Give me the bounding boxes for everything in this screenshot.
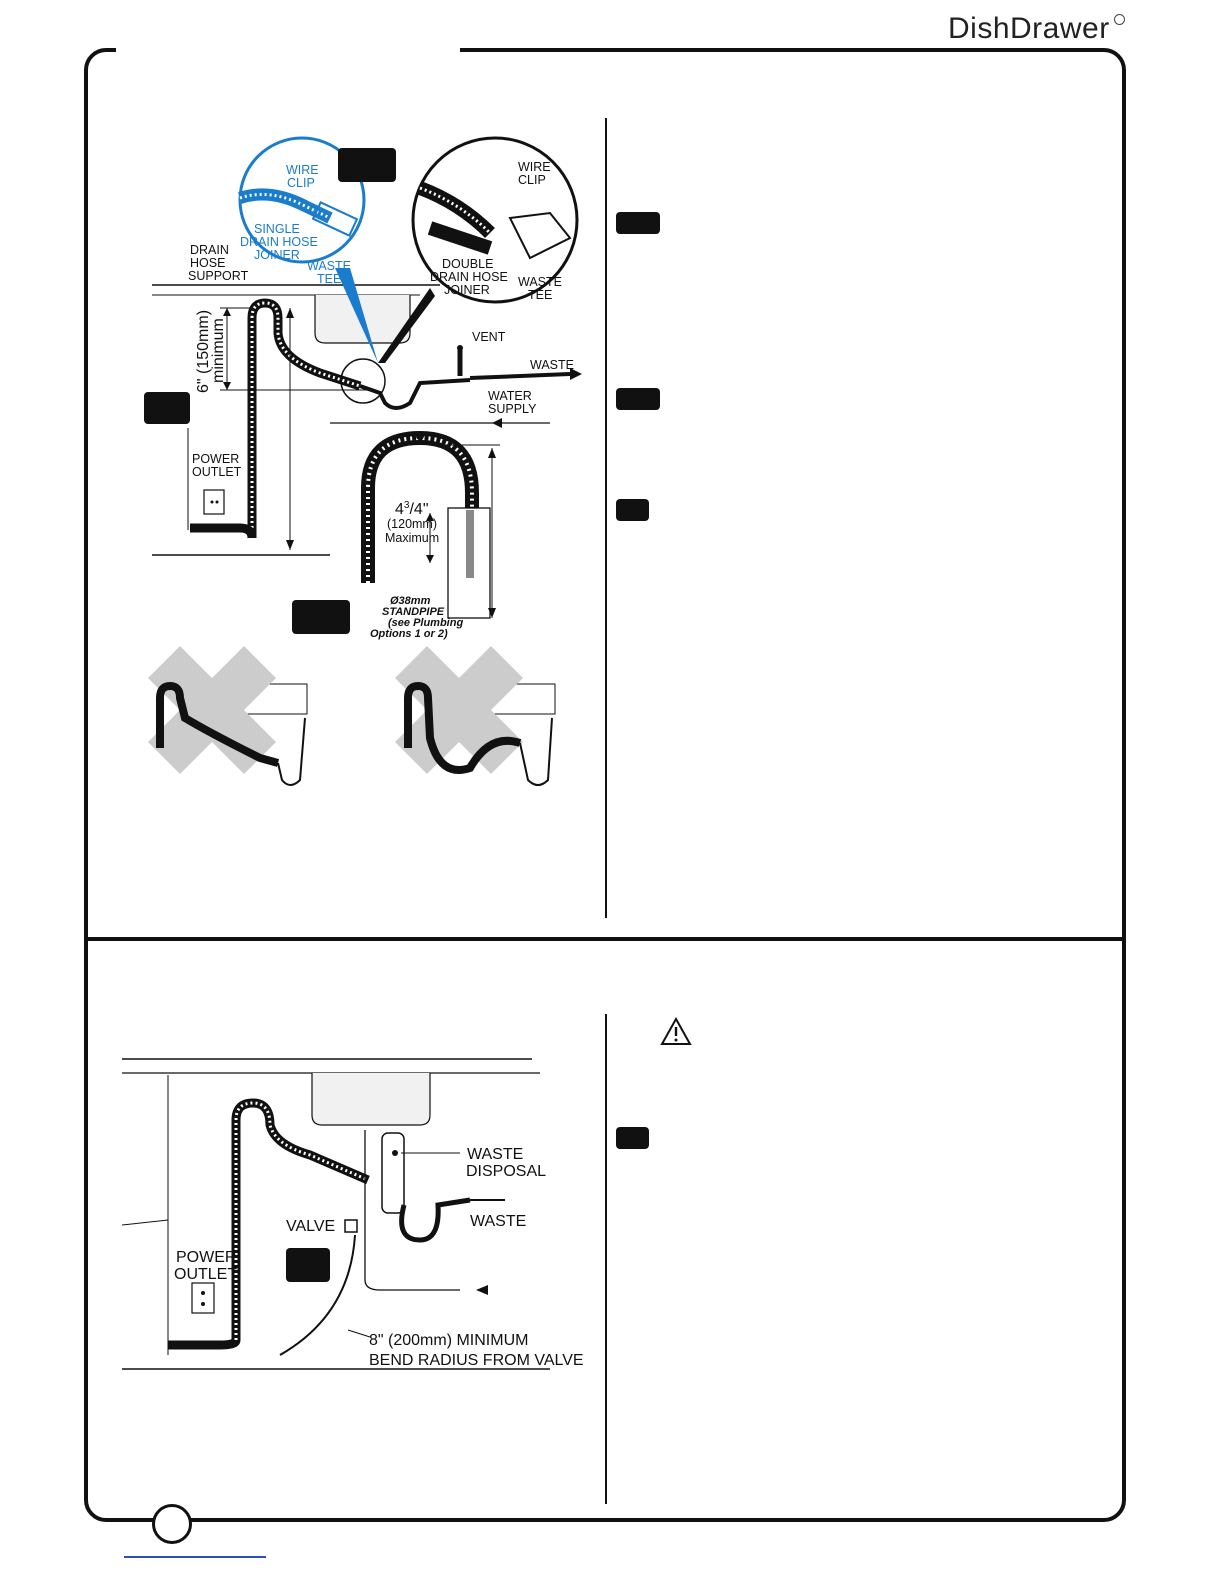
max-mm-label: (120mm)	[387, 517, 437, 531]
step-badge	[616, 388, 660, 410]
wire-clip-label-2: CLIP	[287, 176, 315, 190]
power-outlet-label-2: OUTLET	[192, 465, 242, 479]
waste-label-bottom: WASTE	[470, 1213, 526, 1230]
footer-link[interactable]	[124, 1556, 266, 1558]
waste-label: WASTE	[530, 358, 574, 372]
step-badge	[616, 1127, 649, 1149]
power-outlet-label: POWER	[192, 452, 239, 466]
single-joiner-label-3: JOINER	[254, 248, 300, 262]
wire-clip-label: WIRE	[286, 163, 319, 177]
warning-triangle-icon	[660, 1016, 692, 1045]
standpipe-label: Ø38mm	[390, 595, 431, 607]
double-joiner-label: DOUBLE	[442, 257, 493, 271]
support-label: DRAIN	[190, 243, 229, 257]
waste-tee-right-label-2: TEE	[528, 288, 552, 302]
wire-clip-right-label: WIRE	[518, 160, 551, 174]
brand-logo: DishDrawer	[948, 12, 1110, 45]
wire-clip-right-label-2: CLIP	[518, 173, 546, 187]
water-supply-label-2: SUPPLY	[488, 402, 537, 416]
single-joiner-label-2: DRAIN HOSE	[240, 235, 318, 249]
page-number-circle	[152, 1504, 192, 1544]
max-word-label: Maximum	[385, 531, 439, 545]
incorrect-example-2	[395, 646, 556, 786]
installation-diagram-top: WIRE CLIP SINGLE DRAIN HOSE JOINER WASTE…	[144, 136, 582, 786]
waste-tee-label: WASTE	[307, 259, 351, 273]
waste-disposal-label-2: DISPOSAL	[466, 1163, 546, 1180]
bend-radius-label: 8" (200mm) MINIMUM	[369, 1332, 528, 1349]
step-badge	[616, 499, 649, 521]
max-a: 4	[395, 501, 404, 518]
section-divider	[86, 937, 1126, 941]
double-joiner-label-3: JOINER	[444, 283, 490, 297]
min-word-label: minimum	[210, 318, 227, 383]
power-outlet-bottom-label: POWER	[176, 1249, 236, 1266]
page-frame	[84, 48, 1126, 1522]
double-joiner-label-2: DRAIN HOSE	[430, 270, 508, 284]
column-divider-bottom	[605, 1014, 607, 1504]
max-c: /4"	[409, 501, 428, 518]
registered-circle-icon	[1114, 14, 1125, 25]
standpipe-label-4: Options 1 or 2)	[370, 628, 448, 640]
standpipe-label-2: STANDPIPE	[382, 606, 445, 618]
max-b: 3	[404, 500, 410, 511]
waste-tee-label-2: TEE	[317, 272, 341, 286]
standpipe-label-3: (see Plumbing	[388, 617, 463, 629]
frame-title-gap	[116, 40, 460, 54]
column-divider-top	[605, 118, 607, 918]
incorrect-example-1	[148, 646, 308, 786]
single-joiner-label: SINGLE	[254, 222, 300, 236]
waste-tee-right-label: WASTE	[518, 275, 562, 289]
bend-radius-label-2: BEND RADIUS FROM VALVE	[369, 1352, 584, 1369]
support-label-3: SUPPORT	[188, 269, 249, 283]
installation-diagram-bottom: WASTE DISPOSAL WASTE VALVE POWER OUTLET …	[121, 1058, 584, 1370]
min-height-label: 6" (150mm)	[195, 310, 212, 393]
water-supply-label: WATER	[488, 389, 532, 403]
vent-label: VENT	[472, 330, 506, 344]
power-outlet-bottom-label-2: OUTLET	[174, 1266, 237, 1283]
valve-label: VALVE	[286, 1218, 335, 1235]
support-label-2: HOSE	[190, 256, 225, 270]
waste-disposal-label: WASTE	[467, 1146, 523, 1163]
svg-text:43/4": 43/4"	[395, 500, 429, 518]
step-badge	[616, 212, 660, 234]
